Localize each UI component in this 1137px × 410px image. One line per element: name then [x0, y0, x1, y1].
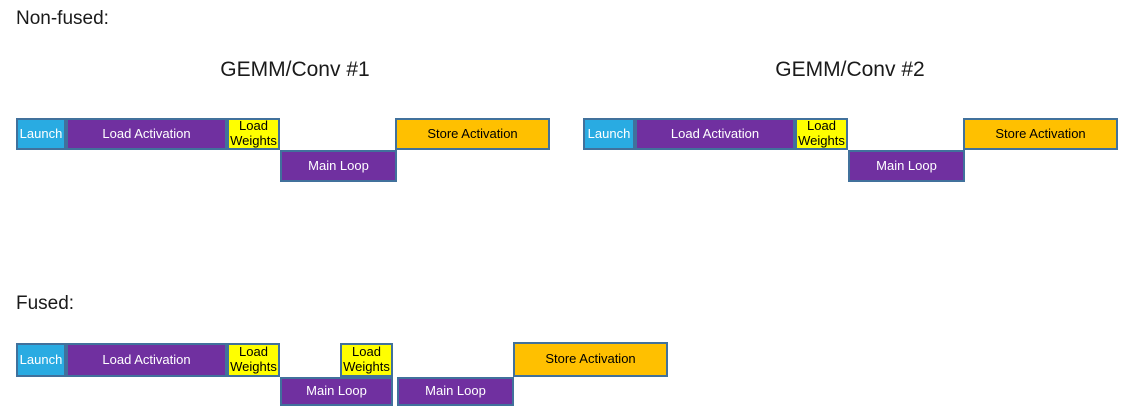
- block-load-weights: Load Weights: [227, 118, 280, 150]
- block-load-activation: Load Activation: [66, 343, 227, 377]
- block-load-weights: Load Weights: [795, 118, 848, 150]
- gemm-conv-1-title: GEMM/Conv #1: [220, 58, 370, 81]
- block-main-loop: Main Loop: [397, 377, 514, 406]
- block-store-activation: Store Activation: [395, 118, 550, 150]
- block-main-loop: Main Loop: [848, 150, 965, 182]
- gemm-conv-2-title: GEMM/Conv #2: [775, 58, 925, 81]
- block-load-activation: Load Activation: [635, 118, 795, 150]
- block-main-loop: Main Loop: [280, 377, 393, 406]
- block-load-weights: Load Weights: [227, 343, 280, 377]
- block-launch: Launch: [16, 343, 66, 377]
- block-load-activation: Load Activation: [66, 118, 227, 150]
- non-fused-section-label: Non-fused:: [16, 8, 109, 29]
- block-launch: Launch: [16, 118, 66, 150]
- block-store-activation: Store Activation: [963, 118, 1118, 150]
- block-launch: Launch: [583, 118, 635, 150]
- block-store-activation: Store Activation: [513, 342, 668, 377]
- fused-section-label: Fused:: [16, 293, 75, 314]
- block-load-weights: Load Weights: [340, 343, 393, 377]
- block-main-loop: Main Loop: [280, 150, 397, 182]
